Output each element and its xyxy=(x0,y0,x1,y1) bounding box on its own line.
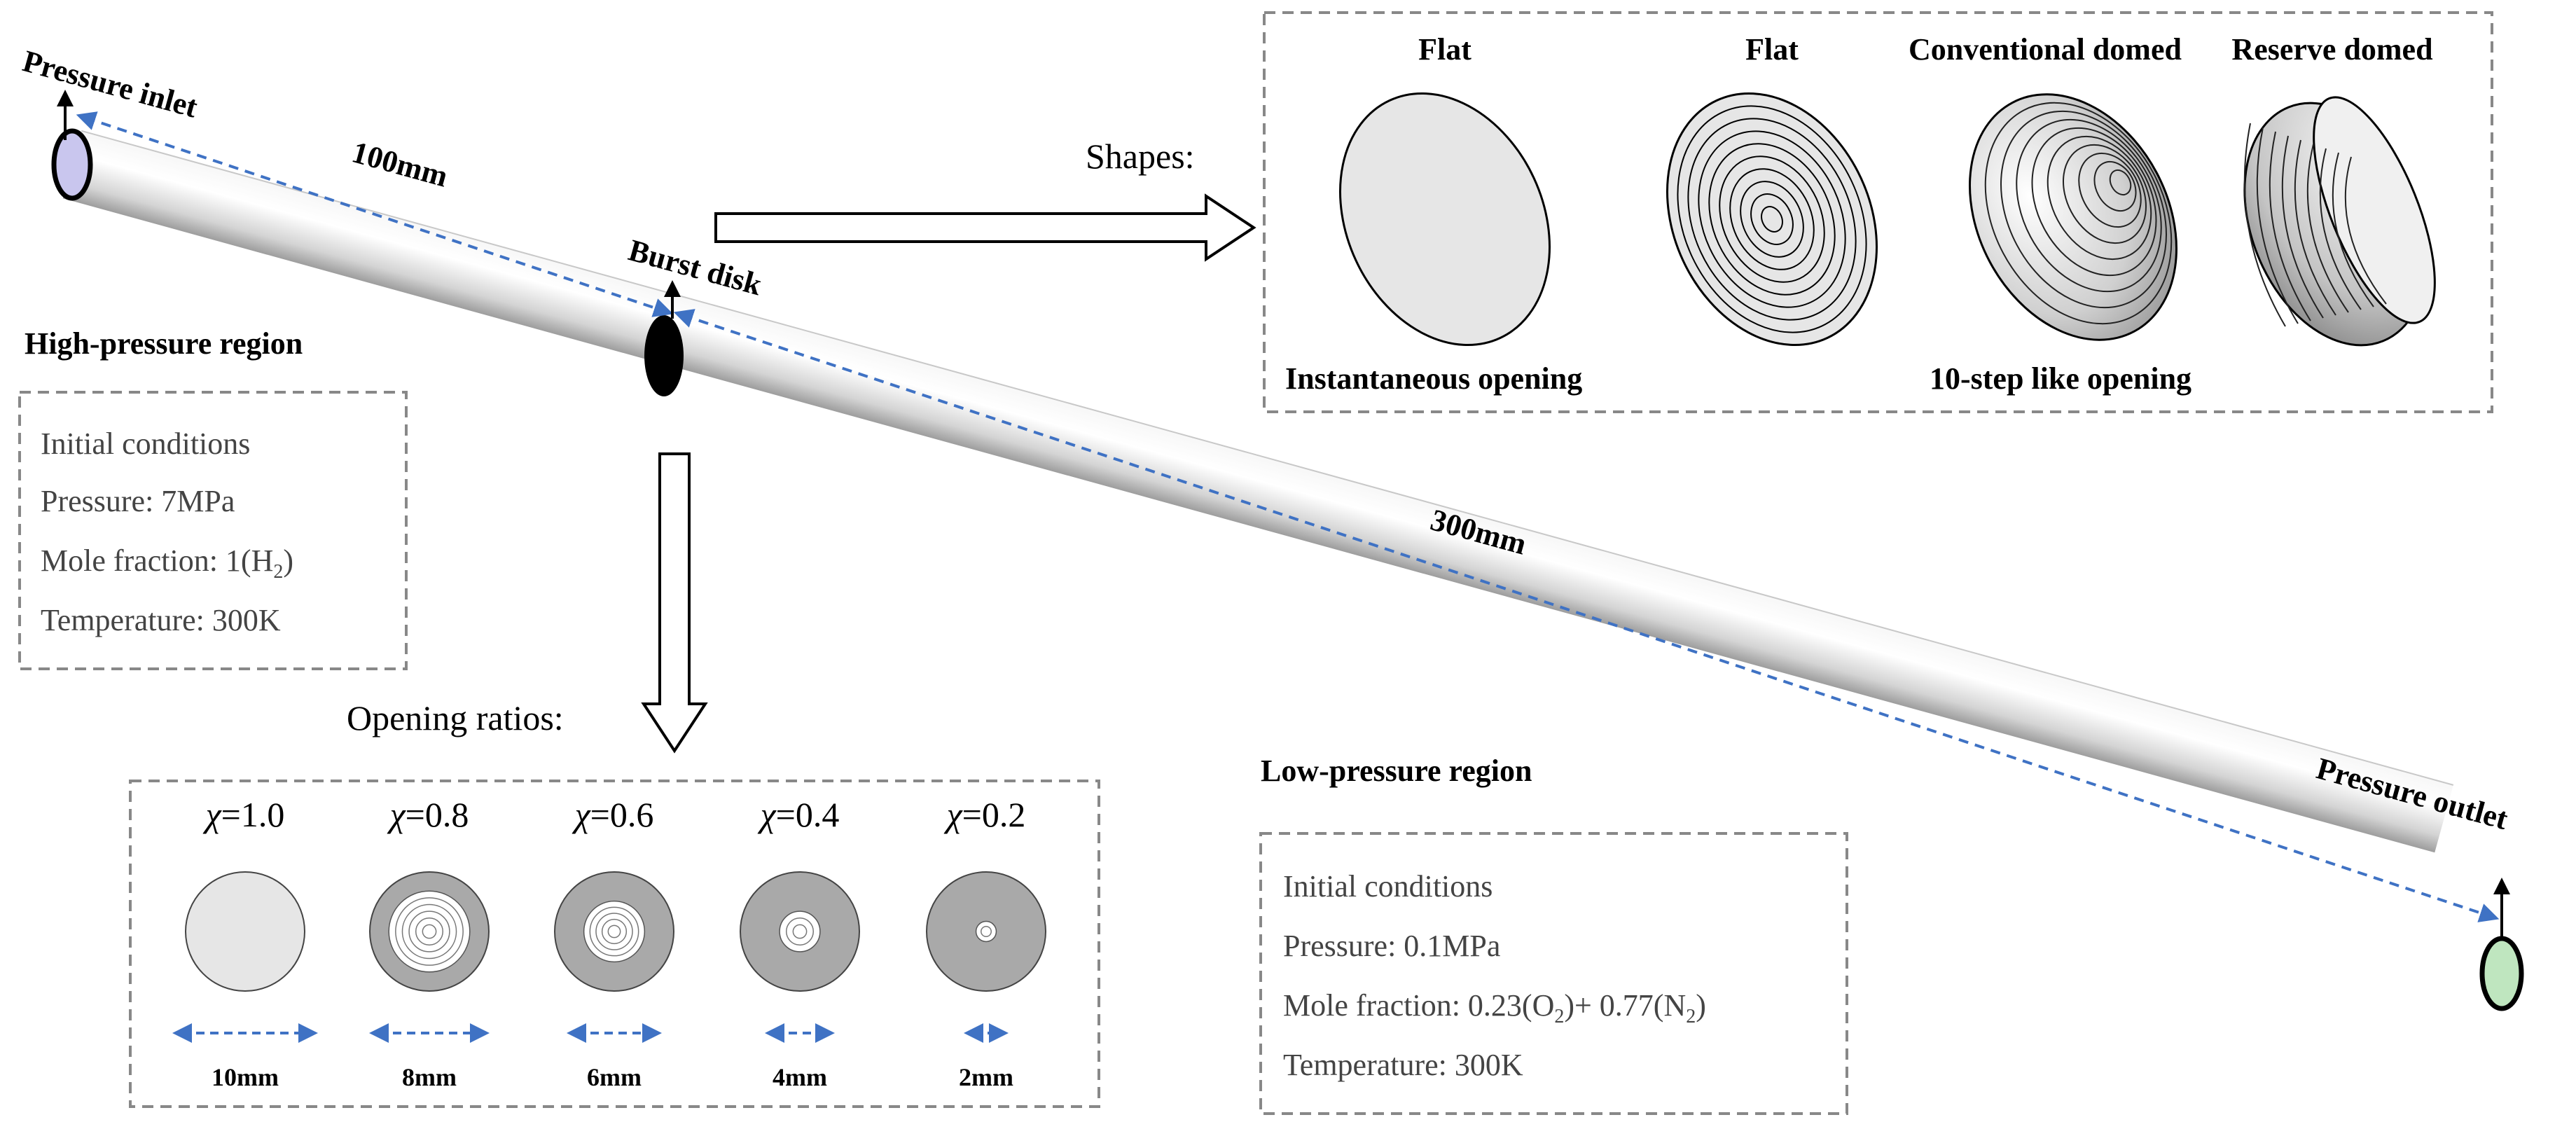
ratio-ring xyxy=(607,924,621,939)
ring xyxy=(1719,155,1825,283)
ratio-ring xyxy=(422,924,437,939)
ratio-label: χ=0.6 xyxy=(572,795,654,834)
low-pressure-title: Low-pressure region xyxy=(1261,754,1532,788)
ratio-ring xyxy=(408,910,450,953)
ratio-opening xyxy=(583,900,646,963)
ring xyxy=(1687,118,1857,321)
ratio-ring xyxy=(981,926,992,937)
high-pressure-box xyxy=(18,391,408,670)
ratio-opening xyxy=(975,920,997,943)
ratio-opening xyxy=(388,890,471,973)
opening-ratios-group: χ=1.0 10mm χ=0.8 8mm χ=0.6 6mm χ=0.4 4mm χ=0.2 2m… xyxy=(172,795,1046,1091)
lp-temperature: Temperature: 300K xyxy=(1283,1048,1523,1082)
lp-initial-conditions: Initial conditions xyxy=(1283,869,1493,903)
reserve-ring xyxy=(2281,135,2324,319)
ring-disk-outline xyxy=(1666,92,1878,347)
flat-disk-plain xyxy=(1339,92,1551,347)
ring xyxy=(1677,105,1867,333)
ratio-opening xyxy=(779,910,821,953)
reserve-ring xyxy=(2269,131,2311,321)
dome-ring xyxy=(2031,127,2157,277)
reserve-ring xyxy=(2319,148,2362,310)
reserve-domed-disk xyxy=(2243,96,2436,347)
shapes-label: Shapes: xyxy=(1086,137,1195,176)
ratio-ring xyxy=(601,918,628,945)
ratio-label: χ=1.0 xyxy=(203,795,285,834)
ratio-label: χ=0.2 xyxy=(944,795,1026,834)
burst-disk xyxy=(644,315,684,396)
right-hollow-arrow xyxy=(714,193,1256,262)
ratio-ring xyxy=(792,924,808,939)
ratio-size-label: 6mm xyxy=(587,1063,642,1091)
ratio-size-label: 4mm xyxy=(773,1063,827,1091)
step-opening-label: 10-step like opening xyxy=(1930,361,2191,396)
dome-ring xyxy=(2047,135,2152,261)
reserve-ring xyxy=(2344,156,2387,305)
reserve-ring xyxy=(2332,152,2374,307)
dome-ring xyxy=(2078,152,2142,228)
dome-ring xyxy=(2093,160,2137,212)
ratio-ring xyxy=(785,917,815,946)
ratio-size-label: 10mm xyxy=(212,1063,279,1091)
ratio-size-label: 8mm xyxy=(402,1063,457,1091)
dimension-line-100mm xyxy=(76,111,674,317)
reserve-ring xyxy=(2243,123,2286,327)
opening-ratios-box xyxy=(129,780,1100,1108)
ratio-ring xyxy=(595,913,633,950)
shape-header-reserve: Reserve domed xyxy=(2231,32,2432,67)
reserve-ring xyxy=(2256,127,2299,324)
shape-header-flat-1: Flat xyxy=(1418,32,1471,67)
dimension-100mm-label: 100mm xyxy=(348,134,451,193)
shapes-box xyxy=(1263,11,2493,413)
hp-pressure: Pressure: 7MPa xyxy=(41,484,235,518)
lp-pressure: Pressure: 0.1MPa xyxy=(1283,929,1500,963)
hp-initial-conditions: Initial conditions xyxy=(41,427,250,461)
pressure-inlet-cap xyxy=(51,128,93,201)
ring xyxy=(1698,130,1846,308)
ratio-label: χ=0.8 xyxy=(387,795,469,834)
instantaneous-opening-label: Instantaneous opening xyxy=(1285,361,1582,396)
hp-temperature: Temperature: 300K xyxy=(41,603,281,637)
high-pressure-title: High-pressure region xyxy=(25,326,303,361)
ratio-size-label: 2mm xyxy=(959,1063,1013,1091)
ratio-ring xyxy=(395,897,464,966)
dome-ring xyxy=(2000,110,2167,309)
reserve-rim xyxy=(2313,96,2436,324)
ratio-ring xyxy=(589,906,639,957)
dome-body xyxy=(1969,93,2177,341)
ring xyxy=(1761,206,1783,233)
reserve-ring xyxy=(2306,144,2349,313)
ratio-label: χ=0.4 xyxy=(758,795,840,834)
dimension-line-300mm xyxy=(673,309,2500,922)
pressure-inlet-label: Pressure inlet xyxy=(19,43,201,124)
dome-ring xyxy=(1984,102,2173,325)
ratio-ring xyxy=(415,917,444,946)
low-pressure-box xyxy=(1259,832,1848,1115)
hp-mole-fraction: Mole fraction: 1(H2) xyxy=(41,543,293,583)
ratio-disk xyxy=(185,871,305,992)
reserve-ring xyxy=(2294,139,2336,316)
shape-header-conventional: Conventional domed xyxy=(1909,32,2182,67)
ring xyxy=(1750,193,1794,245)
flat-disk-rings xyxy=(1666,92,1878,347)
down-hollow-arrow xyxy=(641,452,708,754)
pressure-outlet-cap xyxy=(2479,936,2524,1011)
dome-ring xyxy=(2063,144,2147,244)
shape-header-flat-2: Flat xyxy=(1745,32,1799,67)
ring xyxy=(1708,143,1836,296)
dome-ring xyxy=(2016,118,2162,293)
ring xyxy=(1729,168,1815,270)
ring xyxy=(1740,181,1804,258)
ratio-ring xyxy=(401,903,457,960)
lp-mole-fraction: Mole fraction: 0.23(O2)+ 0.77(N2) xyxy=(1283,988,1706,1027)
dome-ring xyxy=(2109,169,2132,196)
opening-ratios-label: Opening ratios: xyxy=(347,698,564,737)
conventional-domed-disk xyxy=(1969,93,2177,341)
